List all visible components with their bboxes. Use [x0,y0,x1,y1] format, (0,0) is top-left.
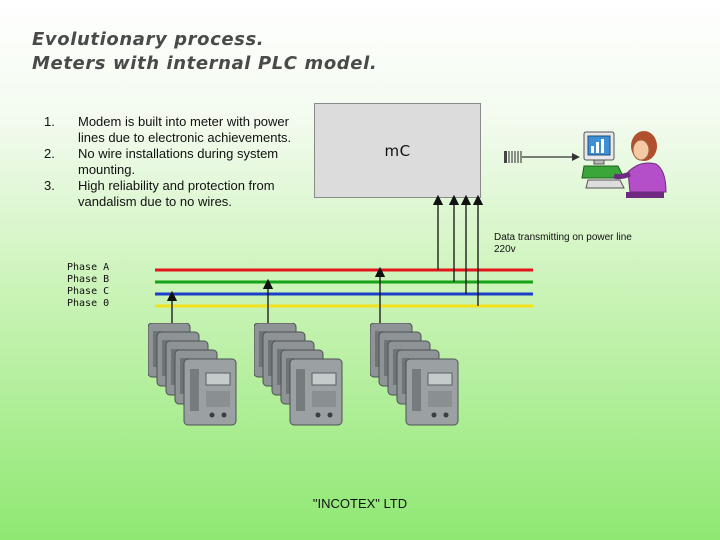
meter-group-icon [254,323,343,426]
meter-group-icon [370,323,459,426]
feature-item: 2. No wire installations during system mo… [44,146,316,178]
microcontroller-box: mC [314,103,481,198]
meter-stack [370,323,459,426]
feature-text: No wire installations during system moun… [78,146,279,177]
computer-operator-icon [581,131,667,198]
feature-item: 1. Modem is built into meter with power l… [44,114,316,146]
phase-label: Phase C [67,286,110,297]
feature-text: Modem is built into meter with power lin… [78,114,292,145]
phase-legend: Phase A Phase B Phase C Phase 0 [67,262,109,310]
feature-number: 3. [44,178,55,193]
microcontroller-label: mC [384,141,411,160]
phase-label: Phase A [67,262,110,273]
feature-number: 1. [44,114,55,129]
meter-stack [148,323,237,426]
meter-stack [254,323,343,426]
feature-list: 1. Modem is built into meter with power l… [44,114,316,210]
power-line-caption: Data transmitting on power line 220v [494,232,632,255]
slide-title-line-1: Evolutionary process. [32,29,265,50]
phase-label: Phase B [67,274,110,285]
phase-label: Phase 0 [67,298,110,309]
feature-text: High reliability and protection from van… [78,178,275,209]
feature-item: 3. High reliability and protection from v… [44,178,316,210]
meter-group-icon [148,323,237,426]
company-footer: "INCOTEX" LTD [312,496,408,511]
serial-connector-icon [504,151,580,163]
slide-title: Evolutionary process. Meters with intern… [32,28,377,76]
slide-title-line-2: Meters with internal PLC model. [32,53,378,74]
feature-number: 2. [44,146,55,161]
